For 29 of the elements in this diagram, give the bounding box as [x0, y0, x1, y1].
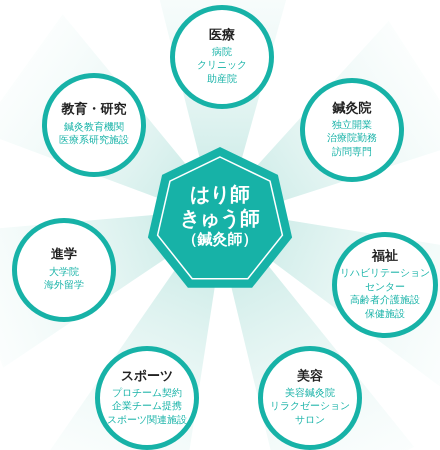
center-title: はり師 — [190, 182, 250, 206]
category-heading: 教育・研究 — [62, 102, 126, 119]
workplace-item: プロチーム契約 — [111, 386, 183, 400]
workplace-item: 治療院勤務 — [326, 132, 378, 146]
workplace-item: クリニック — [196, 59, 248, 73]
category-heading: スポーツ — [121, 368, 173, 385]
workplace-item: 企業チーム提携 — [111, 400, 183, 414]
workplace-item: 助産院 — [206, 72, 238, 86]
category-heading: 進学 — [51, 247, 77, 264]
workplace-item: 病院 — [211, 46, 233, 60]
center-title: きゅう師 — [180, 206, 260, 230]
workplace-item: 美容鍼灸院 — [284, 386, 336, 400]
workplace-item: 鍼灸教育機関 — [63, 120, 125, 134]
category-heading: 美容 — [297, 368, 323, 385]
workplace-item: 医療系研究施設 — [58, 134, 130, 148]
workplace-item: 保健施設 — [364, 308, 406, 322]
center-title: （鍼灸師） — [182, 230, 258, 248]
workplace-item: 海外留学 — [43, 279, 85, 293]
workplace-item: サロン — [294, 414, 326, 428]
workplace-item: 大学院 — [48, 266, 80, 280]
workplace-item: リラクゼーション — [269, 400, 351, 414]
workplace-item: スポーツ関連施設 — [106, 414, 188, 428]
workplace-item: リハビリテーションセンター — [339, 267, 431, 294]
workplace-item: 訪問専門 — [331, 146, 373, 160]
workplace-item: 独立開業 — [331, 118, 373, 132]
category-heading: 鍼灸院 — [332, 100, 372, 117]
category-heading: 医療 — [209, 28, 235, 44]
category-heading: 福祉 — [372, 248, 398, 266]
workplace-item: 高齢者介護施設 — [349, 294, 421, 308]
